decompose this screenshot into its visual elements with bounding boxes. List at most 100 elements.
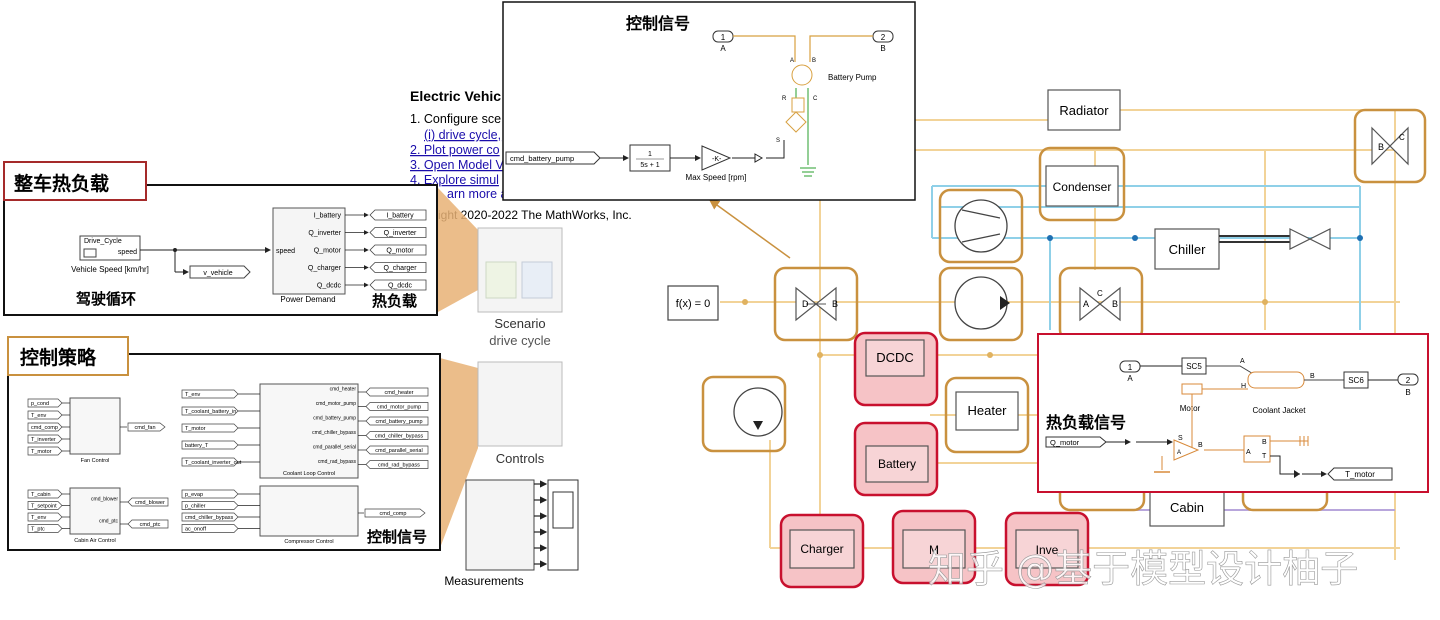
coolant-input-tag (181, 457, 239, 467)
fan-input: cmd_comp (31, 425, 58, 431)
motor-label: M (929, 543, 939, 557)
heat-port-b-num: 2 (1406, 376, 1411, 385)
heat-port-b: B (1405, 388, 1410, 397)
coolant-output-tag (365, 460, 429, 469)
comp-input-tag (181, 501, 239, 510)
fan-input-tag (27, 422, 63, 432)
vehicle-load-title: 整车热负载 (14, 172, 109, 195)
heat-output-signal: T_motor (1345, 470, 1375, 479)
cabin-input-tag (27, 524, 63, 533)
intro-heading: Electric Vehic (410, 88, 501, 104)
valve-left-d: D (802, 299, 809, 309)
intro-item-6[interactable]: arn more a (447, 187, 507, 201)
intro-item-5[interactable]: 4. Explore simul (410, 173, 499, 187)
cabin-input-tag (27, 489, 63, 499)
heat-sensor-b: B (1262, 439, 1267, 446)
charger-label: Charger (800, 542, 843, 556)
coolant-output: cmd_chiller_bypass (375, 434, 424, 440)
pump-input-signal: cmd_battery_pump (510, 154, 574, 163)
cabin-input-tag (27, 501, 63, 510)
jacket-label: Coolant Jacket (1253, 406, 1307, 415)
comp-input: p_evap (185, 492, 203, 498)
coolant-output-port: cmd_motor_pump (316, 401, 357, 407)
pd-output-port: Q_inverter (308, 230, 341, 237)
heat-source-a: A (1177, 450, 1181, 456)
pump-gain: -K- (712, 156, 722, 163)
pump-pin-s: S (776, 138, 780, 144)
measurements-label: Measurements (444, 574, 523, 588)
intro-copyright: ight 2020-2022 The MathWorks, Inc. (438, 208, 632, 222)
pd-output-label: I_battery (386, 213, 414, 220)
cabin-input: T_cabin (31, 492, 51, 498)
cabin-output-port: cmd_ptc (99, 519, 118, 525)
drive-cycle-caption: 驾驶循环 (76, 290, 136, 308)
pump-pin-c: C (813, 96, 818, 102)
intro-item-3[interactable]: 2. Plot power co (410, 143, 500, 157)
control-panel-title: 控制策略 (20, 346, 97, 369)
coolant-input: T_env (185, 392, 201, 398)
coolant-output-port: cmd_battery_pump (313, 416, 356, 422)
cabin-input: T_ptc (31, 527, 45, 533)
heat-sensor-t: T (1262, 453, 1267, 460)
power-demand-output: I_battery I_battery (314, 209, 427, 221)
jacket-a: A (1240, 358, 1245, 365)
comp-output: cmd_comp (380, 511, 407, 517)
coolant-input: T_coolant_inverter_out (185, 460, 242, 466)
measurements-subsystem[interactable]: Measurements (444, 479, 579, 588)
pump-panel: 控制信号 1 A 2 B A B Battery Pump R C S c (502, 1, 916, 259)
cabin-output-port: cmd_blower (91, 497, 118, 503)
coolant-output-port: cmd_chiller_bypass (312, 430, 356, 436)
cabin-input: T_setpoint (31, 504, 57, 510)
pump-port-b-num: 2 (881, 33, 886, 42)
intro-item-2[interactable]: (i) drive cycle, (424, 128, 501, 142)
intro-item-4[interactable]: 3. Open Model V (410, 158, 504, 172)
comp-input-tag (181, 512, 239, 522)
coolant-output-tag (365, 445, 429, 455)
pd-output-port: Q_dcdc (317, 283, 342, 290)
intro-text: Electric Vehic 1. Configure sce (i) driv… (410, 88, 632, 222)
intro-item-1: 1. Configure sce (410, 112, 501, 126)
comp-input: p_chiller (185, 504, 206, 510)
drive-cycle-port: speed (118, 249, 137, 256)
pd-output-tag (369, 262, 427, 273)
coolant-output: cmd_rad_bypass (378, 463, 420, 469)
fan-input: T_inverter (31, 437, 56, 443)
controls-subsystem[interactable]: Controls (477, 361, 563, 466)
pd-output-label: Q_motor (386, 248, 414, 255)
coolant-input: T_motor (185, 426, 206, 432)
heat-sensor-a: A (1246, 449, 1251, 456)
controls-label: Controls (496, 451, 545, 466)
cabin-input: T_env (31, 515, 47, 521)
coolant-output-port: cmd_rad_bypass (318, 459, 357, 465)
coolant-input: battery_T (185, 443, 209, 449)
heat-motor-label: Motor (1180, 404, 1201, 413)
coolant-input-tag (181, 423, 239, 433)
pd-output-tag (369, 209, 427, 221)
pd-output-tag (369, 279, 427, 291)
pump-tf-num: 1 (648, 151, 652, 158)
cabin-output-tag (127, 497, 169, 507)
vehicle-speed-label: Vehicle Speed [km/hr] (71, 265, 149, 274)
vehicle-load-panel: 整车热负载 Drive_Cycle speed Vehicle Speed [k… (3, 161, 438, 316)
heat-load-caption: 热负载 (372, 292, 417, 310)
coolant-loop-label: Coolant Loop Control (283, 471, 335, 477)
fan-input: T_env (31, 413, 47, 419)
heat-source-s: S (1178, 435, 1183, 442)
scenario-subsystem[interactable]: Scenario drive cycle (477, 227, 563, 348)
valve-right-c: C (1097, 289, 1103, 298)
v-vehicle-tag: v_vehicle (203, 270, 232, 277)
pump-pin-b: B (812, 58, 816, 64)
valve-right-b: B (1112, 299, 1118, 309)
coolant-output-tag (365, 402, 429, 411)
valve-left-b: B (832, 299, 838, 309)
fan-input-tag (27, 446, 63, 456)
pump-tf-den: 5s + 1 (640, 162, 659, 169)
pd-output-label: Q_inverter (384, 230, 417, 237)
pump-port-a: A (720, 44, 726, 53)
pd-output-port: I_battery (314, 213, 342, 220)
heat-panel: 热负载信号 1 A SC5 A B SC6 2 B H Coolant Jack… (1037, 333, 1429, 493)
heat-panel-title: 热负载信号 (1046, 413, 1126, 432)
pump-panel-title: 控制信号 (626, 14, 690, 33)
